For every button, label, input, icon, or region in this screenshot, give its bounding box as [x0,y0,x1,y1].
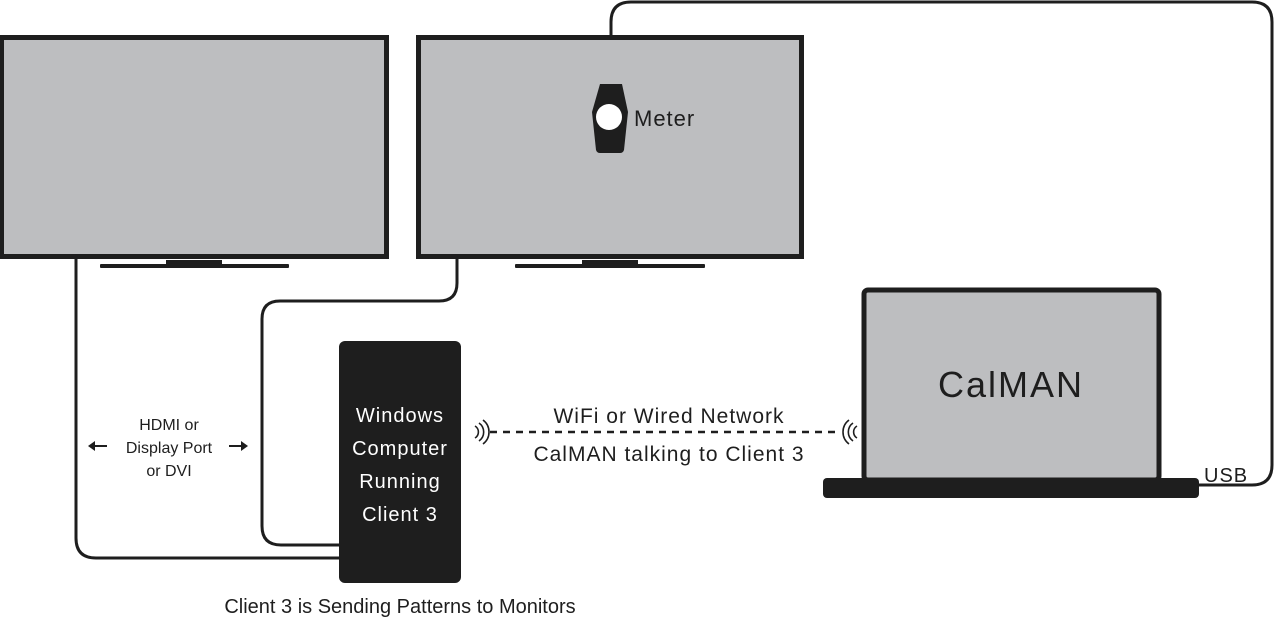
wifi-signal-icon [474,419,490,445]
video-cable-left-monitor [74,258,340,560]
client-computer-line-4: Client 3 [362,504,438,526]
client-computer [339,341,461,583]
monitor-right-base [515,264,705,268]
meter-probe [592,84,628,153]
wifi-signal-icon [842,419,858,445]
laptop-base [823,478,1199,498]
usb-cable [609,0,1274,487]
arrow-right-icon [229,441,248,451]
usb-label: USB [1204,465,1248,487]
cable-type-line-2: Display Port [126,440,213,457]
meter-sensor-icon [596,104,622,130]
client-computer-line-1: Windows [356,405,444,427]
monitor-right-stand [582,260,638,265]
laptop-screen-label: CalMAN [938,364,1084,405]
cable-type-line-3: or DVI [146,463,191,480]
network-sublabel: CalMAN talking to Client 3 [533,443,804,466]
network-label: WiFi or Wired Network [553,405,784,428]
arrow-left-icon [88,441,107,451]
video-cable-right-monitor [260,258,459,547]
client-computer-line-2: Computer [352,438,448,460]
monitor-left [0,35,389,268]
client-computer-line-3: Running [359,471,441,493]
meter-label: Meter [634,106,695,131]
monitor-left-base [100,264,289,268]
diagram-caption: Client 3 is Sending Patterns to Monitors [224,596,575,618]
monitor-left-stand [166,260,222,265]
monitor-left-screen [0,35,389,259]
cable-type-line-1: HDMI or [139,417,199,434]
laptop [823,287,1199,498]
